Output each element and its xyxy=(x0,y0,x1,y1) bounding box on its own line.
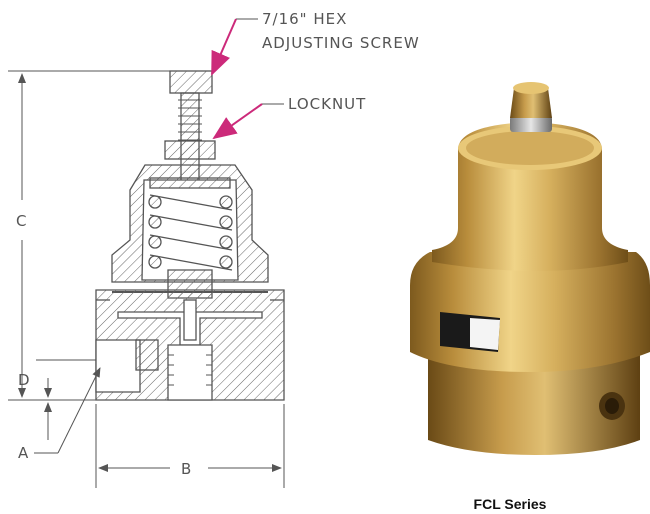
hex-screw-callout-line2: ADJUSTING SCREW xyxy=(262,34,420,52)
locknut-part xyxy=(164,140,216,160)
dimension-lines xyxy=(8,70,285,488)
dimension-a-label: A xyxy=(18,444,29,462)
adjusting-screw-head xyxy=(169,70,213,94)
inlet-port xyxy=(95,339,141,393)
dimension-b-label: B xyxy=(181,460,191,478)
cross-section-drawing xyxy=(95,70,285,401)
base-block xyxy=(428,345,640,455)
inlet-plug xyxy=(135,339,159,371)
screw-threads xyxy=(178,99,202,141)
dimension-c-label: C xyxy=(16,212,26,230)
product-photo xyxy=(410,82,650,455)
photo-hex-screw xyxy=(510,88,552,118)
spring-button xyxy=(149,177,231,189)
dimension-d-label: D xyxy=(18,371,30,389)
poppet xyxy=(183,299,197,341)
port-threads xyxy=(168,354,212,386)
spring xyxy=(148,194,233,271)
callout-leaders xyxy=(211,18,284,140)
locknut-callout: LOCKNUT xyxy=(288,95,366,113)
hex-screw-callout-line1: 7/16" HEX xyxy=(262,10,347,28)
outlet-port xyxy=(167,344,213,401)
photo-locknut xyxy=(510,116,552,132)
photo-caption: FCL Series xyxy=(473,496,547,512)
